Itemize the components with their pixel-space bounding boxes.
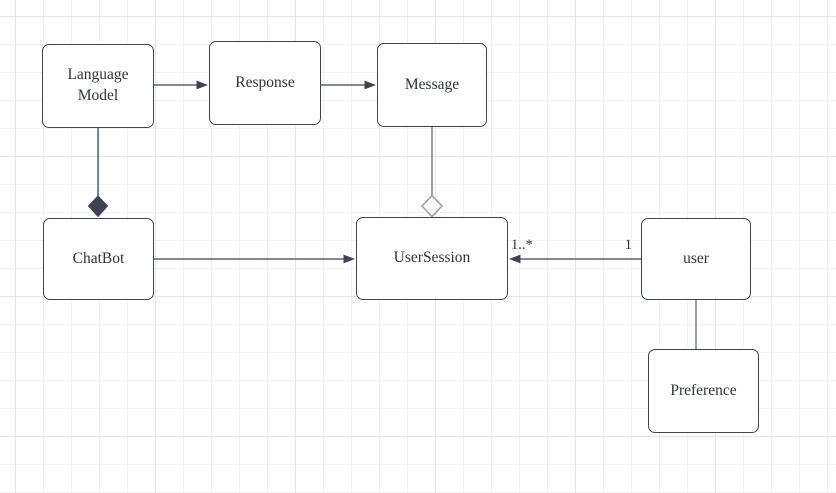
node-preference[interactable]: Preference <box>648 349 759 433</box>
node-label: Preference <box>670 381 737 399</box>
node-user-session[interactable]: UserSession <box>356 217 508 300</box>
node-label: user <box>683 249 709 267</box>
filled-diamond-icon <box>87 195 109 218</box>
node-label: ChatBot <box>72 249 125 267</box>
multiplicity-label-source[interactable]: 1 <box>625 237 632 253</box>
arrowhead-left-icon <box>509 254 521 264</box>
edge-language-model-to-response[interactable] <box>154 80 208 90</box>
node-response[interactable]: Response <box>209 41 321 125</box>
node-label: UserSession <box>393 249 471 267</box>
edge-user-to-user-session[interactable]: 1..* 1 <box>509 237 641 264</box>
node-message[interactable]: Message <box>377 43 487 127</box>
node-label: Message <box>404 75 460 93</box>
hollow-diamond-icon <box>420 194 444 218</box>
node-user[interactable]: user <box>641 218 751 300</box>
edge-chatbot-to-user-session[interactable] <box>154 254 355 264</box>
arrowhead-right-icon <box>196 80 208 90</box>
node-label: Language Model <box>67 66 129 104</box>
arrowhead-right-icon <box>364 80 376 90</box>
edge-message-to-user-session[interactable] <box>420 127 444 218</box>
edge-response-to-message[interactable] <box>321 80 376 90</box>
node-chatbot[interactable]: ChatBot <box>43 218 154 300</box>
arrowhead-right-icon <box>343 254 355 264</box>
multiplicity-label-target[interactable]: 1..* <box>511 237 533 253</box>
node-language-model[interactable]: Language Model <box>42 44 154 128</box>
edge-language-model-to-chatbot[interactable] <box>87 128 109 218</box>
node-label: Response <box>235 73 295 91</box>
